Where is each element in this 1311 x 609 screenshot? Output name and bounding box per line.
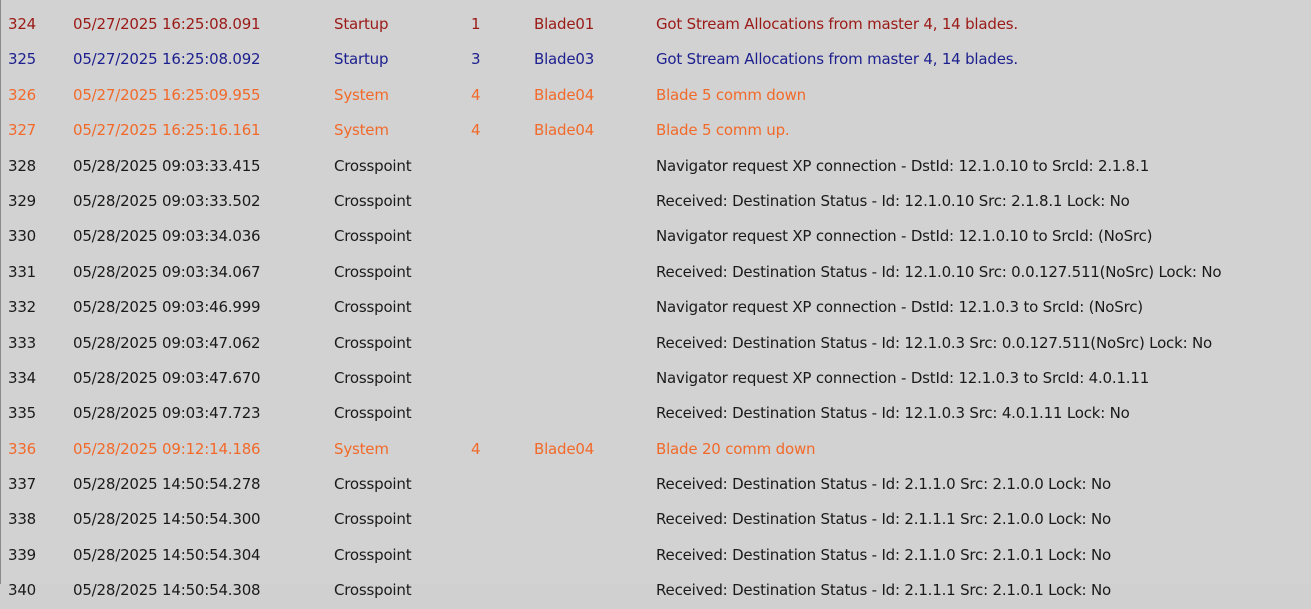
log-row-id: 332: [8, 298, 37, 317]
log-row-message: Got Stream Allocations from master 4, 14…: [656, 50, 1018, 69]
log-row-category: Crosspoint: [334, 545, 412, 564]
log-row-timestamp: 05/28/2025 09:03:34.036: [73, 227, 261, 246]
log-row-category: System: [334, 85, 389, 104]
log-row-338[interactable]: 338 05/28/2025 14:50:54.300 Crosspoint R…: [1, 502, 1311, 537]
log-row-timestamp: 05/28/2025 14:50:54.304: [73, 545, 261, 564]
log-row-category: Startup: [334, 50, 389, 69]
log-row-category: Crosspoint: [334, 262, 412, 281]
log-row-timestamp: 05/28/2025 09:03:33.502: [73, 191, 261, 210]
log-row-message: Received: Destination Status - Id: 12.1.…: [656, 333, 1212, 352]
log-row-336[interactable]: 336 05/28/2025 09:12:14.186 System 4 Bla…: [1, 432, 1311, 467]
log-row-timestamp: 05/28/2025 09:03:47.062: [73, 333, 261, 352]
log-row-id: 340: [8, 581, 37, 600]
log-row-message: Received: Destination Status - Id: 12.1.…: [656, 404, 1130, 423]
log-row-category: Crosspoint: [334, 404, 412, 423]
log-row-324[interactable]: 324 05/27/2025 16:25:08.091 Startup 1 Bl…: [1, 7, 1311, 42]
log-row-blade-number: 1: [471, 15, 481, 33]
log-row-331[interactable]: 331 05/28/2025 09:03:34.067 Crosspoint R…: [1, 255, 1311, 290]
log-row-id: 335: [8, 404, 37, 423]
log-row-timestamp: 05/27/2025 16:25:16.161: [73, 121, 261, 140]
log-row-message: Navigator request XP connection - DstId:…: [656, 156, 1150, 175]
log-rows-container: 324 05/27/2025 16:25:08.091 Startup 1 Bl…: [1, 7, 1311, 609]
log-row-category: Crosspoint: [334, 368, 412, 387]
log-row-id: 336: [8, 439, 37, 458]
log-row-325[interactable]: 325 05/27/2025 16:25:08.092 Startup 3 Bl…: [1, 42, 1311, 77]
log-row-category: Crosspoint: [334, 191, 412, 210]
log-row-id: 329: [8, 191, 37, 210]
log-row-334[interactable]: 334 05/28/2025 09:03:47.670 Crosspoint N…: [1, 361, 1311, 396]
log-row-332[interactable]: 332 05/28/2025 09:03:46.999 Crosspoint N…: [1, 290, 1311, 325]
log-row-id: 326: [8, 85, 37, 104]
log-row-337[interactable]: 337 05/28/2025 14:50:54.278 Crosspoint R…: [1, 467, 1311, 502]
log-row-blade-number: 3: [471, 50, 481, 69]
log-row-id: 333: [8, 333, 37, 352]
log-row-category: Crosspoint: [334, 510, 412, 529]
log-row-message: Received: Destination Status - Id: 2.1.1…: [656, 475, 1111, 494]
log-row-blade-number: 4: [471, 439, 481, 458]
log-row-category: Crosspoint: [334, 333, 412, 352]
log-row-335[interactable]: 335 05/28/2025 09:03:47.723 Crosspoint R…: [1, 396, 1311, 431]
log-row-330[interactable]: 330 05/28/2025 09:03:34.036 Crosspoint N…: [1, 219, 1311, 254]
log-row-message: Got Stream Allocations from master 4, 14…: [656, 15, 1018, 33]
log-row-message: Navigator request XP connection - DstId:…: [656, 368, 1150, 387]
log-row-category: Crosspoint: [334, 475, 412, 494]
log-row-id: 325: [8, 50, 37, 69]
log-row-blade-name: Blade04: [534, 121, 595, 140]
log-row-category: Crosspoint: [334, 156, 412, 175]
log-row-340[interactable]: 340 05/28/2025 14:50:54.308 Crosspoint R…: [1, 573, 1311, 608]
log-row-message: Received: Destination Status - Id: 2.1.1…: [656, 510, 1111, 529]
log-row-blade-name: Blade01: [534, 15, 595, 33]
log-row-message: Received: Destination Status - Id: 2.1.1…: [656, 581, 1111, 600]
log-row-message: Received: Destination Status - Id: 2.1.1…: [656, 545, 1111, 564]
log-row-blade-name: Blade03: [534, 50, 595, 69]
log-row-333[interactable]: 333 05/28/2025 09:03:47.062 Crosspoint R…: [1, 326, 1311, 361]
log-row-message: Blade 5 comm up.: [656, 121, 790, 140]
log-row-message: Blade 20 comm down: [656, 439, 816, 458]
log-row-category: Crosspoint: [334, 581, 412, 600]
log-row-id: 330: [8, 227, 37, 246]
log-row-timestamp: 05/28/2025 09:03:47.723: [73, 404, 261, 423]
log-row-339[interactable]: 339 05/28/2025 14:50:54.304 Crosspoint R…: [1, 538, 1311, 573]
log-row-327[interactable]: 327 05/27/2025 16:25:16.161 System 4 Bla…: [1, 113, 1311, 148]
log-row-category: Startup: [334, 15, 389, 33]
log-row-timestamp: 05/28/2025 14:50:54.300: [73, 510, 261, 529]
log-row-blade-name: Blade04: [534, 85, 595, 104]
log-row-message: Received: Destination Status - Id: 12.1.…: [656, 191, 1130, 210]
log-row-message: Received: Destination Status - Id: 12.1.…: [656, 262, 1222, 281]
log-row-329[interactable]: 329 05/28/2025 09:03:33.502 Crosspoint R…: [1, 184, 1311, 219]
log-row-326[interactable]: 326 05/27/2025 16:25:09.955 System 4 Bla…: [1, 78, 1311, 113]
log-row-message: Navigator request XP connection - DstId:…: [656, 298, 1143, 317]
log-row-timestamp: 05/28/2025 09:03:47.670: [73, 368, 261, 387]
log-row-id: 334: [8, 368, 37, 387]
log-row-category: Crosspoint: [334, 227, 412, 246]
log-row-id: 338: [8, 510, 37, 529]
log-row-timestamp: 05/27/2025 16:25:08.091: [73, 15, 261, 33]
log-row-328[interactable]: 328 05/28/2025 09:03:33.415 Crosspoint N…: [1, 149, 1311, 184]
log-row-timestamp: 05/28/2025 14:50:54.278: [73, 475, 261, 494]
log-row-timestamp: 05/28/2025 14:50:54.308: [73, 581, 261, 600]
log-row-timestamp: 05/28/2025 09:03:46.999: [73, 298, 261, 317]
log-row-timestamp: 05/28/2025 09:03:33.415: [73, 156, 261, 175]
log-row-timestamp: 05/28/2025 09:03:34.067: [73, 262, 261, 281]
log-row-category: Crosspoint: [334, 298, 412, 317]
log-row-id: 328: [8, 156, 37, 175]
log-row-message: Blade 5 comm down: [656, 85, 806, 104]
log-row-category: System: [334, 439, 389, 458]
log-row-blade-number: 4: [471, 121, 481, 140]
log-row-id: 331: [8, 262, 37, 281]
log-row-timestamp: 05/27/2025 16:25:08.092: [73, 50, 261, 69]
log-row-category: System: [334, 121, 389, 140]
log-row-id: 327: [8, 121, 37, 140]
log-row-id: 337: [8, 475, 37, 494]
log-row-id: 339: [8, 545, 37, 564]
log-row-timestamp: 05/28/2025 09:12:14.186: [73, 439, 261, 458]
log-row-blade-name: Blade04: [534, 439, 595, 458]
log-row-blade-number: 4: [471, 85, 481, 104]
log-row-timestamp: 05/27/2025 16:25:09.955: [73, 85, 261, 104]
log-row-message: Navigator request XP connection - DstId:…: [656, 227, 1153, 246]
log-row-id: 324: [8, 15, 37, 33]
